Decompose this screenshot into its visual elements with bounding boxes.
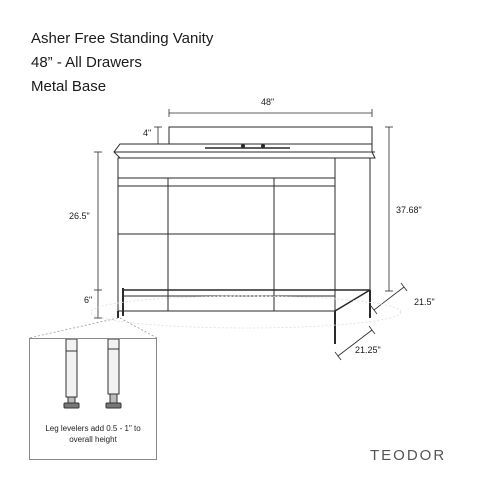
side-depth-dimension: 21.5" bbox=[414, 297, 435, 307]
leg-leveler-inset: Leg levelers add 0.5 - 1" to overall hei… bbox=[29, 338, 157, 460]
leg-detail-drawing bbox=[63, 339, 122, 409]
width-dimension: 48" bbox=[261, 97, 275, 107]
base-depth-dimension: 21.25" bbox=[355, 345, 381, 355]
backsplash-dimension: 4" bbox=[143, 128, 152, 138]
cabinet-height-dimension: 26.5" bbox=[69, 211, 90, 221]
backsplash bbox=[168, 126, 373, 145]
product-title: Asher Free Standing Vanity bbox=[31, 30, 214, 47]
product-base: Metal Base bbox=[31, 78, 107, 95]
leg-height-dimension: 6" bbox=[84, 295, 93, 305]
product-size: 48” - All Drawers bbox=[31, 54, 142, 71]
inset-note-line2: overall height bbox=[69, 435, 117, 444]
cabinet-side bbox=[334, 157, 371, 312]
total-height-dimension: 37.68" bbox=[396, 205, 422, 215]
brand-logo: TEODOR bbox=[370, 447, 447, 464]
inset-note-line1: Leg levelers add 0.5 - 1" to bbox=[45, 424, 141, 433]
